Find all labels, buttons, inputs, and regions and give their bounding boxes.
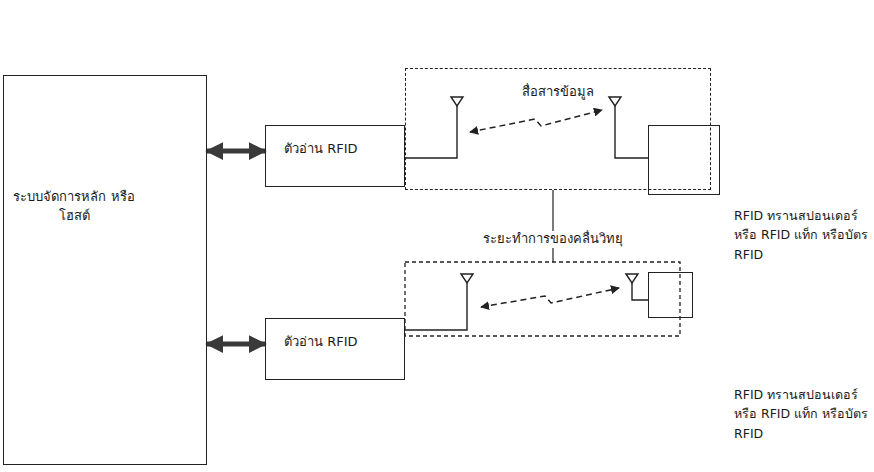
tag-box: RFID ทรานสปอนเดอร์ หรือ RFID แท็ก หรือบั… xyxy=(648,272,693,318)
radio-zone: สื่อสารข้อมูล xyxy=(405,68,711,190)
wireless-link xyxy=(481,288,619,307)
reader-box: ตัวอ่าน RFID xyxy=(265,125,405,187)
reader-box: ตัวอ่าน RFID xyxy=(265,318,405,380)
range-label: ระยะทำการของคลื่นวิทยุ xyxy=(480,231,626,248)
range-line xyxy=(552,190,553,262)
reader-antenna xyxy=(405,97,463,158)
reader-label: ตัวอ่าน RFID xyxy=(284,140,394,159)
tag-box: RFID ทรานสปอนเดอร์ หรือ RFID แท็ก หรือบั… xyxy=(648,125,720,195)
wireless-link xyxy=(470,110,602,132)
radio-zone xyxy=(405,262,680,336)
tag-antenna xyxy=(626,274,648,300)
zone-label: สื่อสารข้อมูล xyxy=(410,83,706,102)
data-link-arrow xyxy=(207,149,265,154)
host-box: ระบบจัดการหลัก หรือโฮสต์ xyxy=(3,75,207,465)
tag-label: RFID ทรานสปอนเดอร์ หรือ RFID แท็ก หรือบั… xyxy=(734,206,870,264)
reader-antenna xyxy=(405,274,473,330)
tag-antenna xyxy=(609,97,648,158)
data-link-arrow xyxy=(207,342,265,347)
reader-label: ตัวอ่าน RFID xyxy=(284,333,394,352)
tag-label: RFID ทรานสปอนเดอร์ หรือ RFID แท็ก หรือบั… xyxy=(734,385,870,443)
host-label: ระบบจัดการหลัก หรือโฮสต์ xyxy=(12,188,136,226)
